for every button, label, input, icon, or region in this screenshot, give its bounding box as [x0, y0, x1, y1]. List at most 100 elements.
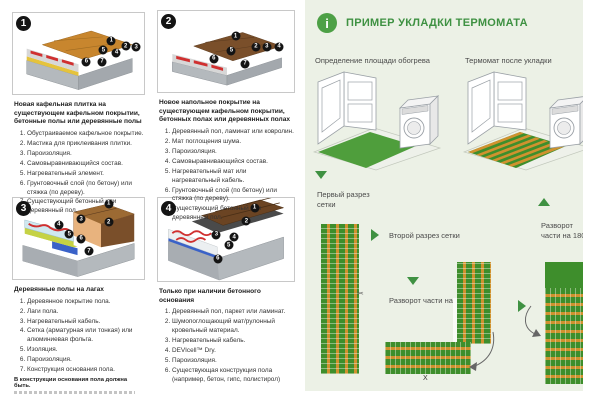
heating-mat-strip-2 [457, 262, 491, 344]
list-item: Пароизоляция. [27, 356, 145, 365]
list-item: Нагревательный кабель. [27, 318, 145, 327]
list-item: Лаги пола. [27, 308, 145, 317]
list-item: Деревянный пол, ламинат или ковролин. [172, 128, 294, 137]
panel-header: i ПРИМЕР УКЛАДКИ ТЕРМОМАТА [317, 13, 528, 33]
layer-callout: 6 [209, 54, 219, 64]
floor-layers-illustration-1 [26, 30, 134, 91]
legend-section-3: Деревянные полы на лагах Деревянное покр… [14, 286, 145, 395]
list-item: Обустраиваемое кафельное покрытие. [27, 130, 145, 139]
legend-section-4: Только при наличии бетонного основания Д… [159, 288, 294, 386]
arrow-down-icon [407, 277, 419, 285]
thermomat-example-panel: i ПРИМЕР УКЛАДКИ ТЕРМОМАТА Определение п… [305, 0, 583, 391]
list-item: Существующая конструкция пола (например,… [172, 367, 294, 385]
arrow-right-icon [371, 229, 379, 241]
layer-callout: 1 [106, 36, 116, 46]
list-item: Изоляция. [27, 346, 145, 355]
list-item: Грунтовочный слой (по бетону) или стяжка… [27, 180, 145, 198]
heating-mat-strip-1 [321, 224, 359, 374]
floor-diagram-3: 3 1 2 3 4 5 6 7 [12, 197, 145, 280]
layer-list: Деревянное покрытие пола. Лаги пола. Наг… [16, 298, 145, 376]
label-turn-90: Разворот части на 90° [389, 296, 467, 305]
layer-callout: 4 [274, 42, 284, 52]
list-item: Мастика для приклеивания плитки. [27, 140, 145, 149]
layer-callout: 2 [121, 41, 131, 51]
legend-section-1: Новая кафельная плитка на существующем к… [14, 101, 145, 217]
layer-callout: 4 [111, 48, 121, 58]
section-heading: Деревянные полы на лагах [14, 286, 104, 293]
layer-callout: 5 [98, 45, 108, 55]
faded-text-line [14, 391, 135, 395]
caption-heating-area: Определение площади обогрева [315, 56, 430, 65]
arrow-down-icon [315, 171, 327, 179]
layer-callout: 3 [76, 214, 86, 224]
list-item: Грунтовочный слой (по бетону) или стяжка… [172, 187, 294, 205]
list-item: Пароизоляция. [27, 150, 145, 159]
heating-mat-strip-turned-180 [545, 262, 583, 384]
layer-callout: 5 [64, 229, 74, 239]
info-icon: i [317, 13, 337, 33]
label-first-cut: Первый разрез сетки [317, 190, 370, 210]
list-item: Нагревательный элемент. [27, 170, 145, 179]
layer-callout: 7 [84, 246, 94, 256]
layer-callout: 6 [81, 57, 91, 67]
label-turn-180: Разворот части на 180° [541, 221, 583, 241]
list-item: Деревянное покрытие пола. [27, 298, 145, 307]
list-item: Конструкция основания пола. [27, 366, 145, 375]
room-illustration-mat-laid [462, 71, 583, 171]
section-heading: Новое напольное покрытие на существующем… [159, 99, 291, 124]
arrow-right-icon [518, 300, 526, 312]
floor-layers-illustration-2 [172, 32, 283, 86]
caption-mat-laid: Термомат после укладки [465, 56, 552, 65]
list-item: Существующий бетонный или деревянный пол… [172, 205, 294, 223]
layer-callout: 4 [229, 232, 239, 242]
list-item: Нагревательный кабель. [172, 337, 294, 346]
heating-mat-strip-turned-90 [385, 342, 471, 374]
layer-callout: 1 [250, 203, 260, 213]
layer-callout: 5 [224, 240, 234, 250]
layer-callout: 7 [240, 59, 250, 69]
layer-callout: 3 [131, 42, 141, 52]
section-heading: Новая кафельная плитка на существующем к… [14, 101, 142, 126]
layer-callout: 2 [104, 217, 114, 227]
layer-list: Деревянный пол, паркет или ламинат. Шумо… [161, 308, 294, 385]
list-item: Пароизоляция. [172, 357, 294, 366]
layer-callout: 4 [54, 220, 64, 230]
scissors-cut-icon: ✂ [357, 289, 364, 298]
label-second-cut: Второй разрез сетки [389, 231, 460, 240]
floor-layers-illustration-3 [22, 204, 136, 277]
layer-callout: 6 [76, 234, 86, 243]
floor-diagram-2: 2 1 2 3 4 5 6 7 [157, 10, 295, 93]
layer-callout: 5 [226, 46, 236, 56]
list-item: Деревянный пол, паркет или ламинат. [172, 308, 294, 317]
list-item: DEVIcell™ Dry. [172, 347, 294, 356]
diagram-number-badge: 1 [16, 16, 31, 31]
dimension-label: X [423, 375, 428, 382]
panel-title: ПРИМЕР УКЛАДКИ ТЕРМОМАТА [346, 17, 528, 29]
list-item: Самовыравнивающийся состав. [172, 158, 294, 167]
rotate-arrow-icon [469, 331, 495, 371]
diagram-number-badge: 2 [161, 14, 176, 29]
layer-callout: 2 [241, 216, 251, 226]
list-item: Пароизоляция. [172, 148, 294, 157]
list-item: Самовыравнивающийся состав. [27, 160, 145, 169]
layer-callout: 1 [231, 31, 241, 41]
layer-callout: 7 [97, 57, 107, 67]
diagram-number-badge: 4 [161, 201, 176, 216]
list-item: Существующий бетонный или деревянный пол… [27, 198, 145, 216]
layer-callout: 2 [251, 42, 261, 52]
layer-list: Деревянный пол, ламинат или ковролин. Ма… [161, 128, 294, 224]
diagram-number-badge: 3 [16, 201, 31, 216]
list-item: Сетка (арматурная или тонкая) или алюмин… [27, 327, 145, 345]
arrow-up-icon [538, 198, 550, 206]
floor-layers-illustration-4 [168, 198, 285, 281]
section-footnote: В конструкции основания пола должна быть… [14, 377, 128, 390]
layer-list: Обустраиваемое кафельное покрытие. Масти… [16, 130, 145, 217]
floor-diagram-4: 4 1 2 3 4 5 6 [157, 197, 295, 282]
room-illustration-heating-area [312, 71, 442, 171]
layer-callout: 1 [104, 199, 114, 209]
floor-diagram-1: 1 1 2 3 4 5 6 7 [12, 12, 145, 95]
rotate-arrow-icon [525, 305, 541, 337]
layer-callout: 3 [262, 42, 272, 52]
layer-callout: 6 [213, 254, 223, 264]
